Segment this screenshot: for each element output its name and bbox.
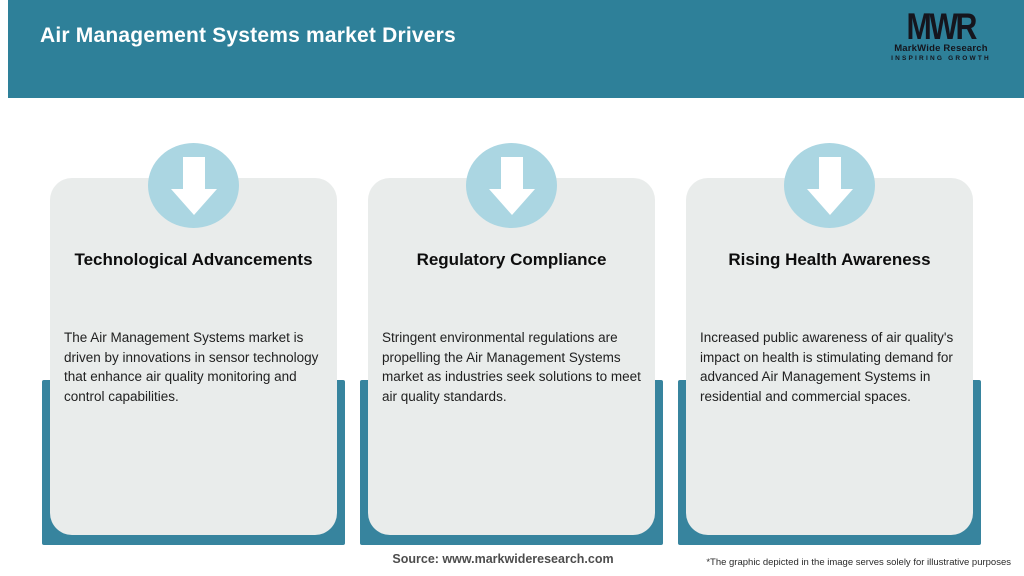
card-panel: Rising Health Awareness Increased public… [686,178,973,535]
driver-card-technological-advancements: Technological Advancements The Air Manag… [42,0,345,576]
page-title: Air Management Systems market Drivers [40,24,456,47]
driver-card-regulatory-compliance: Regulatory Compliance Stringent environm… [360,0,663,576]
card-panel: Technological Advancements The Air Manag… [50,178,337,535]
driver-card-rising-health-awareness: Rising Health Awareness Increased public… [678,0,981,576]
disclaimer-text: *The graphic depicted in the image serve… [706,557,1011,568]
markwide-research-logo: MWR MarkWide Research INSPIRING GROWTH [876,8,1006,62]
card-title: Regulatory Compliance [416,250,607,269]
down-arrow-icon [784,143,875,228]
down-arrow-icon [148,143,239,228]
logo-tagline: INSPIRING GROWTH [891,55,991,62]
down-arrow-icon [466,143,557,228]
card-description: Increased public awareness of air qualit… [700,330,954,404]
header-bar: Air Management Systems market Drivers MW… [8,0,1024,98]
card-title: Rising Health Awareness [728,250,931,269]
logo-monogram: MWR [906,6,978,47]
card-description: Stringent environmental regulations are … [382,330,641,404]
logo-name: MarkWide Research [894,43,988,54]
card-description: The Air Management Systems market is dri… [64,330,319,404]
card-title: Technological Advancements [74,250,313,269]
source-text: Source: www.markwideresearch.com [392,552,614,566]
card-panel: Regulatory Compliance Stringent environm… [368,178,655,535]
